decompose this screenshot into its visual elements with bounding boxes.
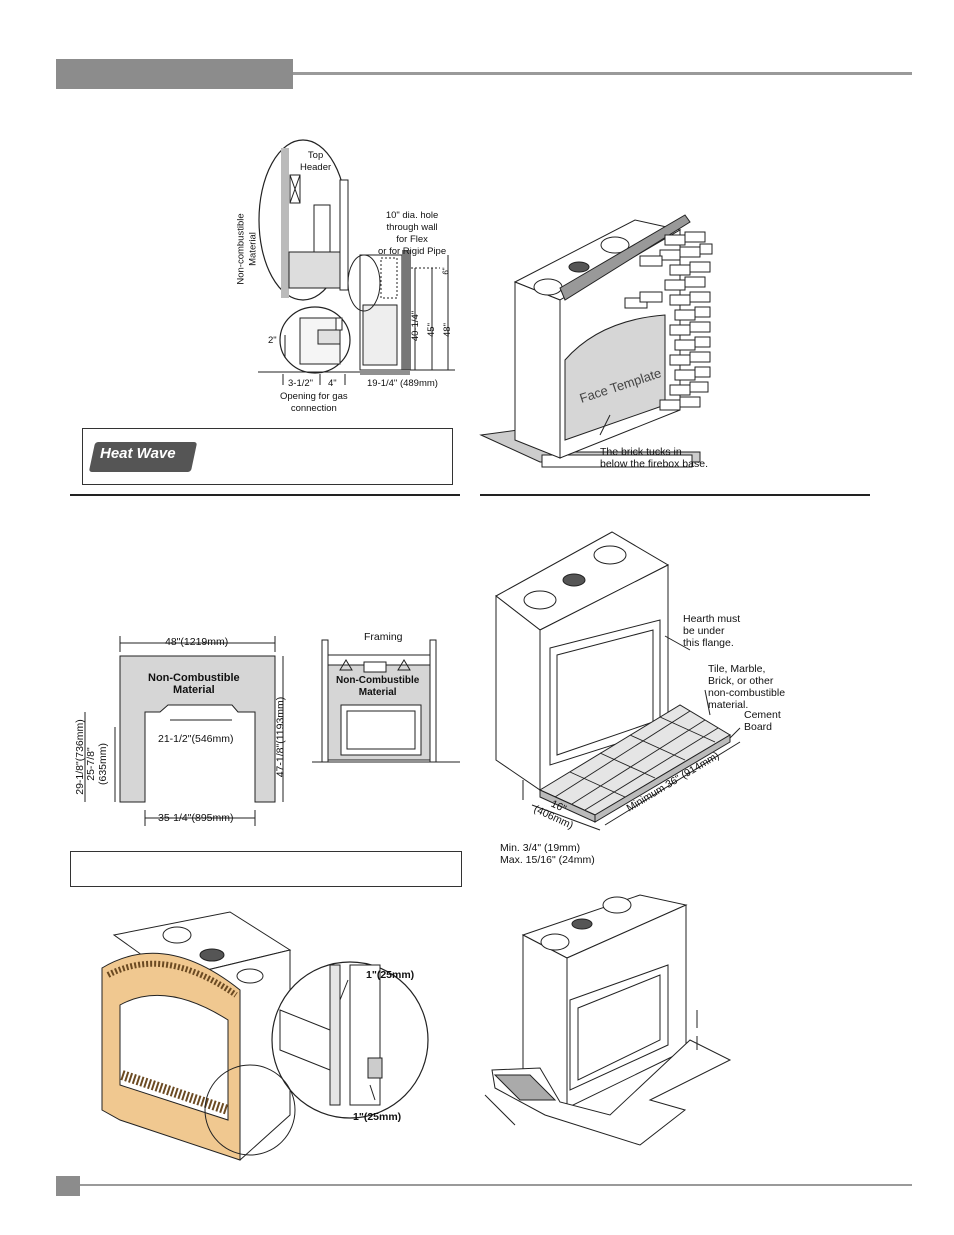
dim-48: 48" (441, 323, 453, 337)
label-noncombustible-material: Non-combustible Material (235, 213, 259, 285)
page-number-box (56, 1176, 80, 1196)
divider-left (70, 494, 460, 496)
dim-40-1-4: 40-1/4" (410, 310, 422, 342)
label-hearth-flange: Hearth must be under this flange. (683, 613, 741, 649)
label-cement-board: Cement Board (744, 709, 781, 733)
dim-48-width: 48"(1219mm) (165, 636, 229, 648)
label-tile-marble: Tile, Marble, Brick, or other non-combus… (708, 663, 786, 711)
dim-47-1-8: 47-1/8"(1193mm) (274, 696, 287, 778)
dim-21-1-2: 21-1/2"(546mm) (158, 733, 234, 745)
dim-29-1-8: 29-1/8"(736mm) (73, 719, 86, 795)
dim-19-1-4: 19-1/4" (489mm) (367, 378, 438, 389)
label-face-template: Face Template (577, 365, 664, 406)
dim-surround-top: 1"(25mm) (366, 969, 415, 981)
dim-surround-bottom: 1"(25mm) (353, 1111, 402, 1123)
dim-minimum-36: Minimum 36" (914mm) (624, 749, 722, 815)
dim-4in: 4" (328, 378, 337, 389)
label-framing: Framing (364, 631, 403, 643)
heatwave-logo-text: Heat Wave (100, 445, 176, 462)
dim-35-1-4: 35-1/4"(895mm) (158, 812, 234, 824)
label-noncombustible-1: Non-Combustible Material (148, 672, 240, 696)
label-top-header: Top Header (300, 150, 332, 173)
dim-2in: 2" (268, 335, 277, 346)
dim-3-1-2: 3-1/2" (288, 378, 314, 389)
divider-right (480, 494, 870, 496)
dim-25-7-8: 25-7/8" (635mm) (85, 742, 110, 786)
label-opening-gas: Opening for gas connection (280, 391, 348, 414)
label-hole-note: 10" dia. hole through wall for Flex or f… (378, 210, 447, 257)
section-header-bar (56, 59, 293, 89)
dim-6: 6" (441, 267, 451, 275)
label-brick-note: The brick tucks in below the firebox bas… (600, 446, 708, 470)
note-box (70, 851, 462, 887)
dim-45: 45" (425, 323, 437, 337)
label-noncombustible-2: Non-Combustible Material (336, 675, 420, 698)
header-rule (293, 72, 912, 75)
footer-rule (80, 1184, 912, 1186)
label-min-max: Min. 3/4" (19mm) Max. 15/16" (24mm) (500, 842, 595, 866)
dim-16in: 16" (406mm) (531, 797, 576, 832)
